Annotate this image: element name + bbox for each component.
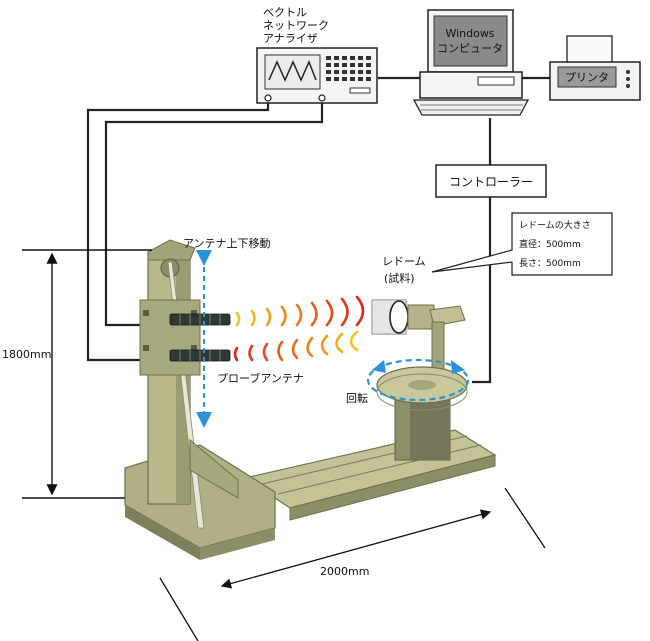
radome-label-line1: レドーム	[382, 255, 426, 268]
radome-size-callout: レドームの大きさ 直径：500mm 長さ：500mm	[431, 212, 613, 276]
printer-panel	[557, 66, 617, 88]
computer-screen	[433, 15, 508, 67]
radio-waves	[233, 295, 365, 362]
length-dimension-label: 2000mm	[320, 565, 369, 578]
vna-label-line3: アナライザ	[263, 32, 318, 45]
length-dimension	[159, 487, 546, 641]
turntable	[366, 358, 470, 461]
printer-label: プリンタ	[565, 71, 609, 84]
rail-bed	[243, 429, 497, 521]
vna-waveform	[268, 60, 317, 82]
rotation-arrow	[366, 358, 470, 402]
controller-box: コントローラー	[435, 164, 547, 198]
rotation-arrowhead-right	[451, 360, 465, 374]
cable-vna-to-antenna-upper	[86, 101, 270, 362]
windows-computer: Windows コンピュータ	[412, 9, 530, 116]
callout-length: 長さ：500mm	[519, 258, 581, 269]
controller-label: コントローラー	[449, 175, 533, 189]
probe-antenna-label: プローブアンテナ	[217, 371, 304, 385]
computer-label-line1: Windows	[445, 27, 494, 40]
vna-keypad	[326, 56, 371, 94]
vna-port-1	[264, 94, 272, 102]
cable-controller-to-turntable	[472, 197, 492, 384]
vna-label-line1: ベクトル	[263, 6, 307, 19]
callout-title: レドームの大きさ	[519, 219, 591, 231]
printer-paper	[566, 35, 613, 67]
antenna-motion-label: アンテナ上下移動	[183, 236, 271, 250]
computer-keyboard	[412, 99, 530, 116]
wave-upper	[235, 295, 365, 327]
cable-vna-to-antenna-lower	[104, 101, 324, 327]
computer-label-line2: コンピュータ	[437, 42, 503, 55]
vna-port-2	[318, 94, 326, 102]
height-dimension	[22, 249, 152, 499]
printer: プリンタ	[549, 35, 641, 101]
antenna-tower	[139, 239, 239, 529]
callout-diameter: 直径：500mm	[519, 238, 581, 250]
probe-antenna-upper	[169, 313, 231, 326]
wave-lower	[233, 330, 359, 362]
radome-label-line2: (試料)	[384, 271, 415, 285]
radome-sample	[371, 299, 466, 371]
rotation-label: 回転	[346, 392, 368, 405]
vna-label-line2: ネットワーク	[263, 19, 329, 32]
rotation-arrowhead-left	[372, 360, 386, 373]
probe-antenna-lower	[169, 349, 231, 362]
vna-screen	[264, 54, 321, 90]
height-dimension-label: 1800mm	[2, 348, 51, 361]
radome-rim	[389, 300, 409, 334]
vector-network-analyzer: ベクトル ネットワーク アナライザ	[256, 6, 378, 104]
